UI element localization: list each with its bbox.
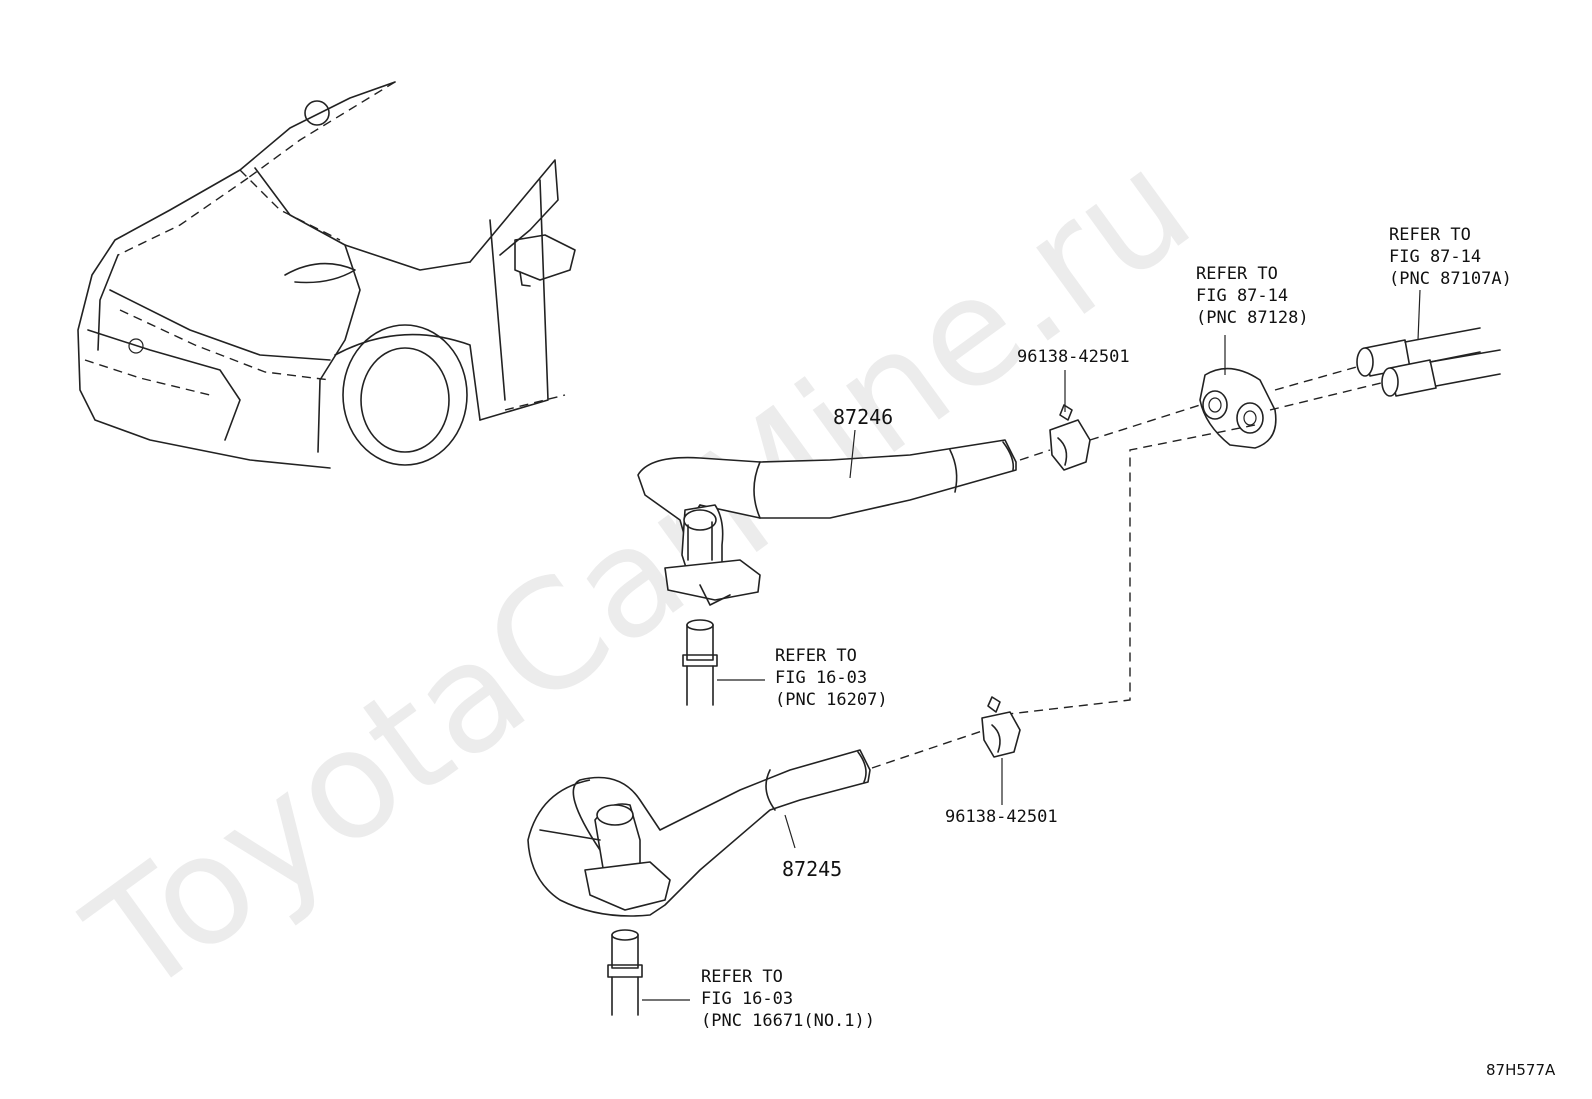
- part-label-clamp-lower: 96138-42501: [945, 807, 1058, 827]
- part-label-87246: 87246: [833, 405, 893, 429]
- ref-16671-line2: FIG 16-03: [701, 989, 793, 1009]
- ref-16207-line1: REFER TO: [775, 646, 857, 666]
- ref-87128-line1: REFER TO: [1196, 264, 1278, 284]
- part-label-clamp-upper: 96138-42501: [1017, 347, 1130, 367]
- clamp-upper: [1049, 370, 1091, 471]
- connection-line-upper: [1019, 365, 1361, 461]
- car-front-sketch: [77, 81, 576, 469]
- connection-line-cross: [999, 424, 1256, 716]
- ref-87128-line2: FIG 87-14: [1196, 286, 1288, 306]
- hose-87246: [637, 429, 1017, 706]
- clamp-lower: [981, 696, 1021, 805]
- ref-87128-line3: (PNC 87128): [1196, 308, 1309, 328]
- part-label-87245: 87245: [782, 857, 842, 881]
- ref-label-16207: REFER TO FIG 16-03 (PNC 16207): [775, 646, 888, 710]
- ref-label-16671: REFER TO FIG 16-03 (PNC 16671(NO.1)): [701, 967, 875, 1031]
- ref-87107a-line3: (PNC 87107A): [1389, 269, 1512, 289]
- ref-16671-line1: REFER TO: [701, 967, 783, 987]
- ref-label-87107a: REFER TO FIG 87-14 (PNC 87107A): [1389, 225, 1512, 289]
- ref-16207-line2: FIG 16-03: [775, 668, 867, 688]
- hose-87245: [527, 749, 871, 1016]
- ref-87107a-line1: REFER TO: [1389, 225, 1471, 245]
- ref-16207-line3: (PNC 16207): [775, 690, 888, 710]
- connection-line-lower: [871, 729, 986, 769]
- connection-line-right: [1269, 381, 1386, 411]
- diagram-code: 87H577A: [1486, 1061, 1556, 1079]
- ref-16671-line3: (PNC 16671(NO.1)): [701, 1011, 875, 1031]
- ref-87107a-line2: FIG 87-14: [1389, 247, 1481, 267]
- grommet-87128: [1199, 335, 1277, 449]
- ref-label-87128: REFER TO FIG 87-14 (PNC 87128): [1196, 264, 1309, 328]
- nozzle-pipes: [1356, 289, 1501, 397]
